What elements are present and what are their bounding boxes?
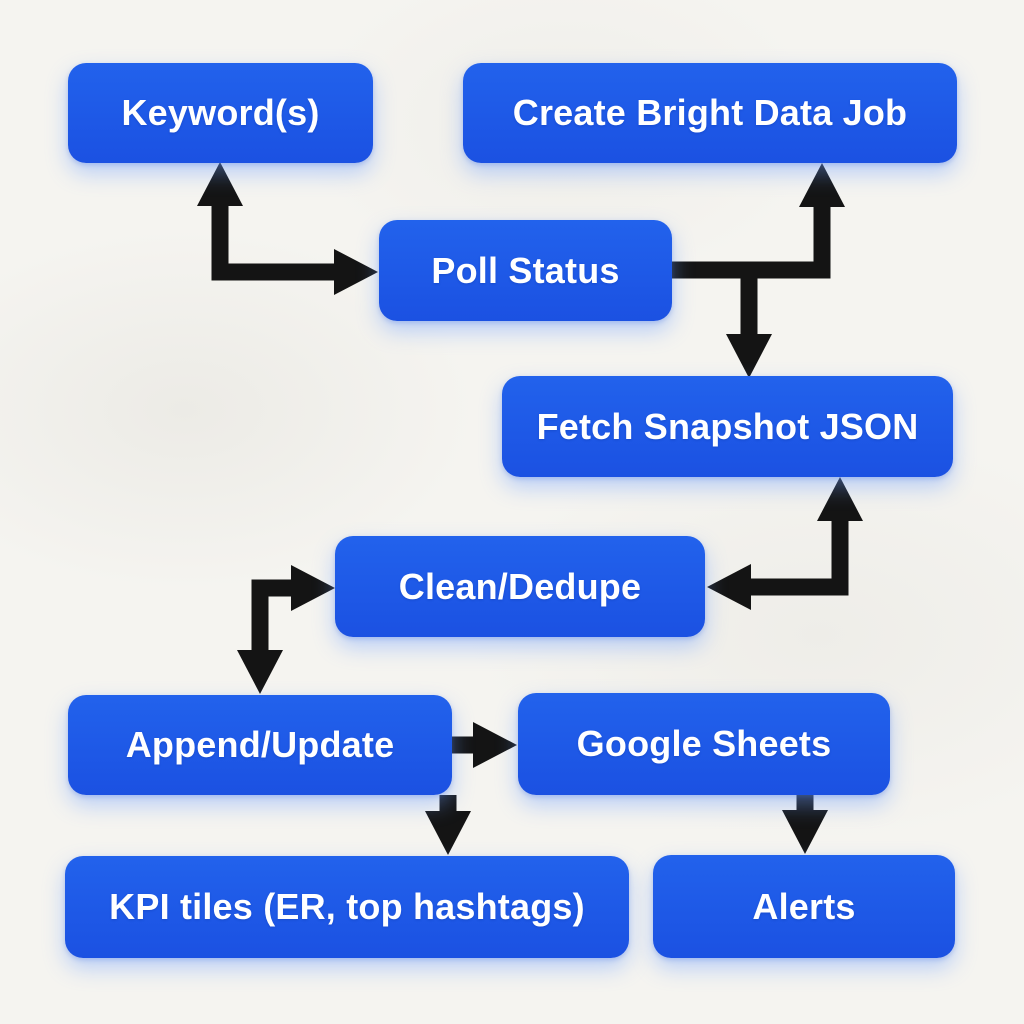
edge-clean-dedupe-append-update [237, 565, 335, 694]
edge-poll-status-fetch-snapshot [726, 262, 772, 378]
edge-poll-status-create-job [672, 163, 845, 279]
edge-line [211, 203, 336, 281]
arrowhead-down-icon [425, 811, 471, 855]
node-create-job-label: Create Bright Data Job [512, 92, 908, 133]
arrowhead-left-icon [707, 564, 751, 610]
edge-keywords-poll-status [197, 162, 378, 295]
node-google-sheets-label: Google Sheets [576, 723, 832, 764]
node-fetch-snapshot: Fetch Snapshot JSON [502, 376, 953, 477]
node-fetch-snapshot-label: Fetch Snapshot JSON [536, 405, 919, 447]
node-keywords: Keyword(s) [68, 63, 373, 163]
edge-line [740, 520, 849, 596]
arrowhead-up-icon [197, 162, 243, 206]
node-alerts-label: Alerts [752, 885, 856, 927]
arrowhead-right-icon [334, 249, 378, 295]
arrowhead-up-icon [799, 163, 845, 207]
arrowhead-right-icon [291, 565, 335, 611]
node-create-job: Create Bright Data Job [463, 63, 957, 163]
node-alerts: Alerts [653, 855, 955, 958]
edge-line [251, 579, 293, 651]
edge-fetch-snapshot-clean-dedupe [707, 477, 863, 610]
edge-google-sheets-alerts [782, 795, 828, 854]
node-google-sheets: Google Sheets [518, 693, 890, 795]
edge-append-update-google-sheets [452, 722, 517, 768]
node-clean-dedupe-label: Clean/Dedupe [398, 565, 642, 607]
node-keywords-label: Keyword(s) [121, 92, 320, 133]
node-kpi-tiles: KPI tiles (ER, top hashtags) [65, 856, 629, 958]
node-append-update: Append/Update [68, 695, 452, 795]
node-poll-status-label: Poll Status [431, 249, 620, 291]
node-clean-dedupe: Clean/Dedupe [335, 536, 705, 637]
arrowhead-up-icon [817, 477, 863, 521]
arrowhead-down-icon [726, 334, 772, 378]
node-kpi-tiles-label: KPI tiles (ER, top hashtags) [109, 886, 585, 927]
arrowhead-down-icon [237, 650, 283, 694]
edge-append-update-kpi-tiles [425, 795, 471, 855]
node-poll-status: Poll Status [379, 220, 672, 321]
arrowhead-right-icon [473, 722, 517, 768]
node-append-update-label: Append/Update [125, 724, 395, 765]
arrowhead-down-icon [782, 810, 828, 854]
edge-line [672, 206, 831, 279]
